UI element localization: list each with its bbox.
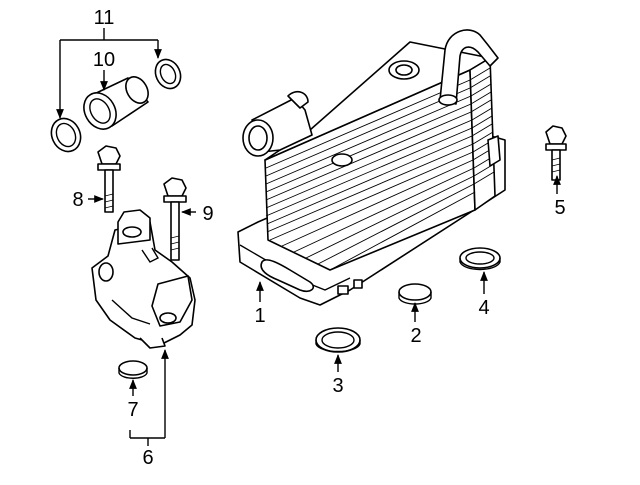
callout-2: 2 (410, 325, 421, 347)
bolt-8 (97, 145, 121, 213)
bolt-9 (163, 177, 187, 261)
callout-1: 1 (254, 305, 265, 327)
hose-clamp-right (154, 58, 182, 90)
seal-ring-3 (315, 327, 361, 353)
leader-lines (56, 28, 561, 446)
callout-9: 9 (202, 203, 213, 225)
callout-3: 3 (332, 375, 343, 397)
oil-cooler (237, 29, 506, 306)
hose-connector-10 (83, 76, 149, 130)
seal-ring-4 (459, 247, 501, 271)
callout-6: 6 (142, 447, 153, 469)
callout-10: 10 (93, 49, 115, 71)
callout-11: 11 (94, 7, 115, 29)
callout-8: 8 (72, 189, 83, 211)
callout-5: 5 (554, 197, 565, 219)
seal-ring-2 (398, 283, 432, 305)
callout-4: 4 (478, 297, 489, 319)
hose-clamp-left (50, 117, 82, 153)
thermostat-housing-6 (91, 209, 196, 349)
callout-7: 7 (127, 399, 138, 421)
seal-ring-7 (118, 360, 148, 379)
bolt-5 (545, 125, 567, 181)
